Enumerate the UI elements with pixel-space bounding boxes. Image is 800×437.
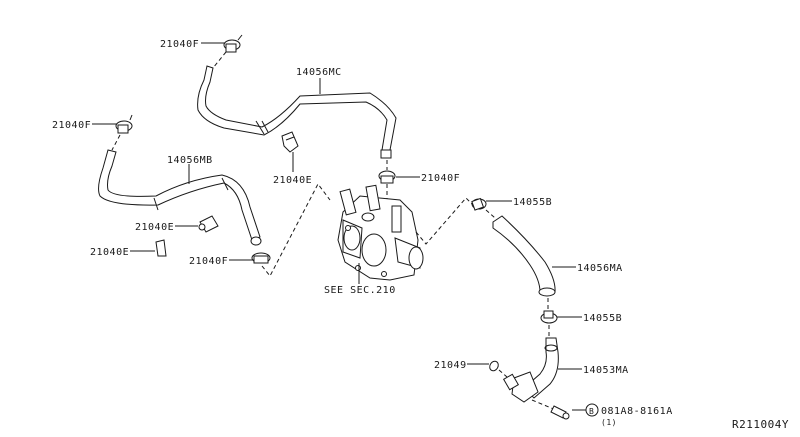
clip-21040e-left2[interactable] bbox=[155, 239, 167, 257]
part-label-14053ma[interactable]: 14053MA bbox=[583, 365, 629, 376]
bolt-badge-letter: B bbox=[589, 407, 594, 416]
clip-21040e-left1[interactable] bbox=[198, 215, 219, 233]
part-label-081a8-8161a[interactable]: 081A8-8161A bbox=[601, 406, 673, 417]
part-label-14055b-top[interactable]: 14055B bbox=[513, 197, 552, 208]
clip-21040e-mid[interactable] bbox=[281, 131, 299, 153]
part-label-21040e-mid[interactable]: 21040E bbox=[273, 175, 312, 186]
bolt-type-badge bbox=[585, 403, 599, 417]
part-label-14055b-bottom[interactable]: 14055B bbox=[583, 313, 622, 324]
part-label-21040f-center[interactable]: 21040F bbox=[421, 173, 460, 184]
hose-14056mb[interactable] bbox=[98, 149, 262, 246]
clamp-21040f-top[interactable] bbox=[223, 34, 243, 53]
part-label-see-sec-210[interactable]: SEE SEC.210 bbox=[324, 285, 396, 296]
part-label-14056mc[interactable]: 14056MC bbox=[296, 67, 342, 78]
clamp-21040f-left[interactable] bbox=[115, 114, 133, 134]
bolt-081a8-8161a[interactable] bbox=[550, 405, 570, 420]
thermostat-housing[interactable] bbox=[337, 184, 424, 281]
part-label-21040f-left[interactable]: 21040F bbox=[52, 120, 91, 131]
part-label-14056ma[interactable]: 14056MA bbox=[577, 263, 623, 274]
clamp-14055b-top[interactable] bbox=[471, 197, 487, 211]
clamp-14055b-bottom[interactable] bbox=[540, 310, 558, 324]
hose-14056ma[interactable] bbox=[492, 215, 556, 297]
diagram-code: R211004Y bbox=[732, 418, 789, 431]
pipe-14053ma[interactable] bbox=[502, 337, 559, 403]
part-qty-081a8-8161a: (1) bbox=[601, 418, 617, 427]
part-label-21049[interactable]: 21049 bbox=[434, 360, 467, 371]
part-label-21040f-top[interactable]: 21040F bbox=[160, 39, 199, 50]
part-label-21040e-left1[interactable]: 21040E bbox=[135, 222, 174, 233]
part-label-14056mb[interactable]: 14056MB bbox=[167, 155, 213, 166]
oring-21049[interactable] bbox=[488, 360, 500, 373]
hose-14056mc[interactable] bbox=[197, 65, 397, 159]
clamp-21040f-center[interactable] bbox=[378, 170, 396, 184]
part-label-21040f-lower-left[interactable]: 21040F bbox=[189, 256, 228, 267]
clamp-21040f-lower-left[interactable] bbox=[251, 252, 271, 264]
part-label-21040e-left2[interactable]: 21040E bbox=[90, 247, 129, 258]
